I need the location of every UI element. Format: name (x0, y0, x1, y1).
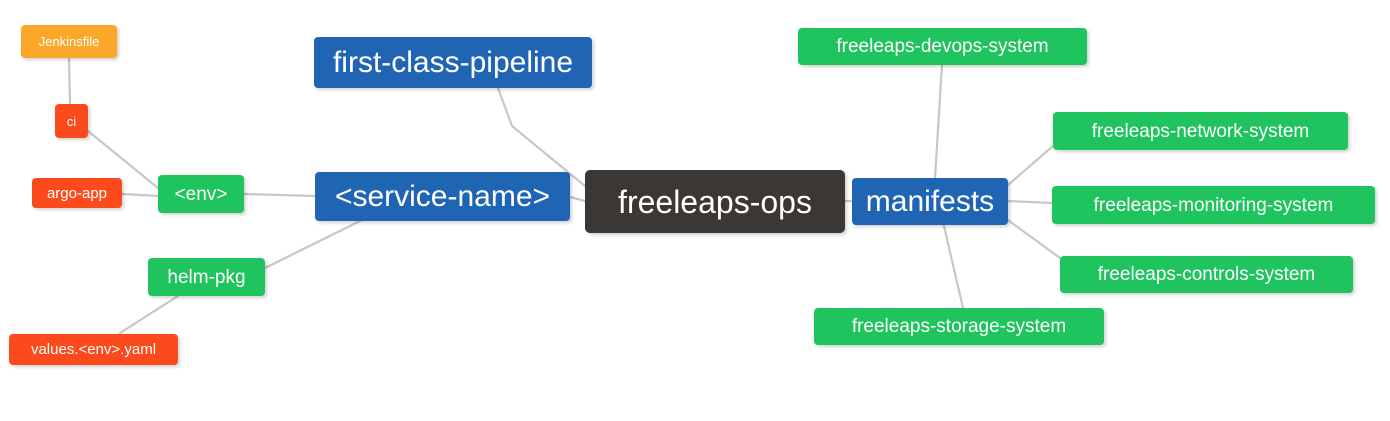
edge-service-name-env (242, 192, 317, 198)
node-manifests[interactable]: manifests (852, 178, 1008, 225)
edge-manifests-storage-system (942, 224, 965, 310)
edge-service-name-helm-pkg (263, 219, 362, 270)
node-helm-pkg[interactable]: helm-pkg (148, 258, 265, 296)
edge-env-argo-app (120, 192, 160, 198)
edge-manifests-devops-system (933, 63, 944, 180)
node-env[interactable]: <env> (158, 175, 244, 213)
node-first-class-pipeline[interactable]: first-class-pipeline (314, 37, 592, 88)
node-monitoring-system[interactable]: freeleaps-monitoring-system (1052, 186, 1375, 224)
edge-manifests-controls-system (1006, 218, 1062, 260)
node-ci[interactable]: ci (55, 104, 88, 138)
node-values-yaml[interactable]: values.<env>.yaml (9, 334, 178, 365)
node-controls-system[interactable]: freeleaps-controls-system (1060, 256, 1353, 293)
node-service-name[interactable]: <service-name> (315, 172, 570, 221)
node-network-system[interactable]: freeleaps-network-system (1053, 112, 1348, 150)
edge-manifests-monitoring-system (1006, 199, 1054, 205)
edge-ci-jenkinsfile (67, 56, 72, 106)
edge-helm-pkg-values-yaml (118, 294, 180, 335)
node-root-freeleaps-ops[interactable]: freeleaps-ops (585, 170, 845, 233)
node-storage-system[interactable]: freeleaps-storage-system (814, 308, 1104, 345)
edge-manifests-network-system (1006, 144, 1055, 187)
node-devops-system[interactable]: freeleaps-devops-system (798, 28, 1087, 65)
node-jenkinsfile[interactable]: Jenkinsfile (21, 25, 117, 58)
edge-root-service-name (568, 195, 587, 203)
node-argo-app[interactable]: argo-app (32, 178, 122, 208)
